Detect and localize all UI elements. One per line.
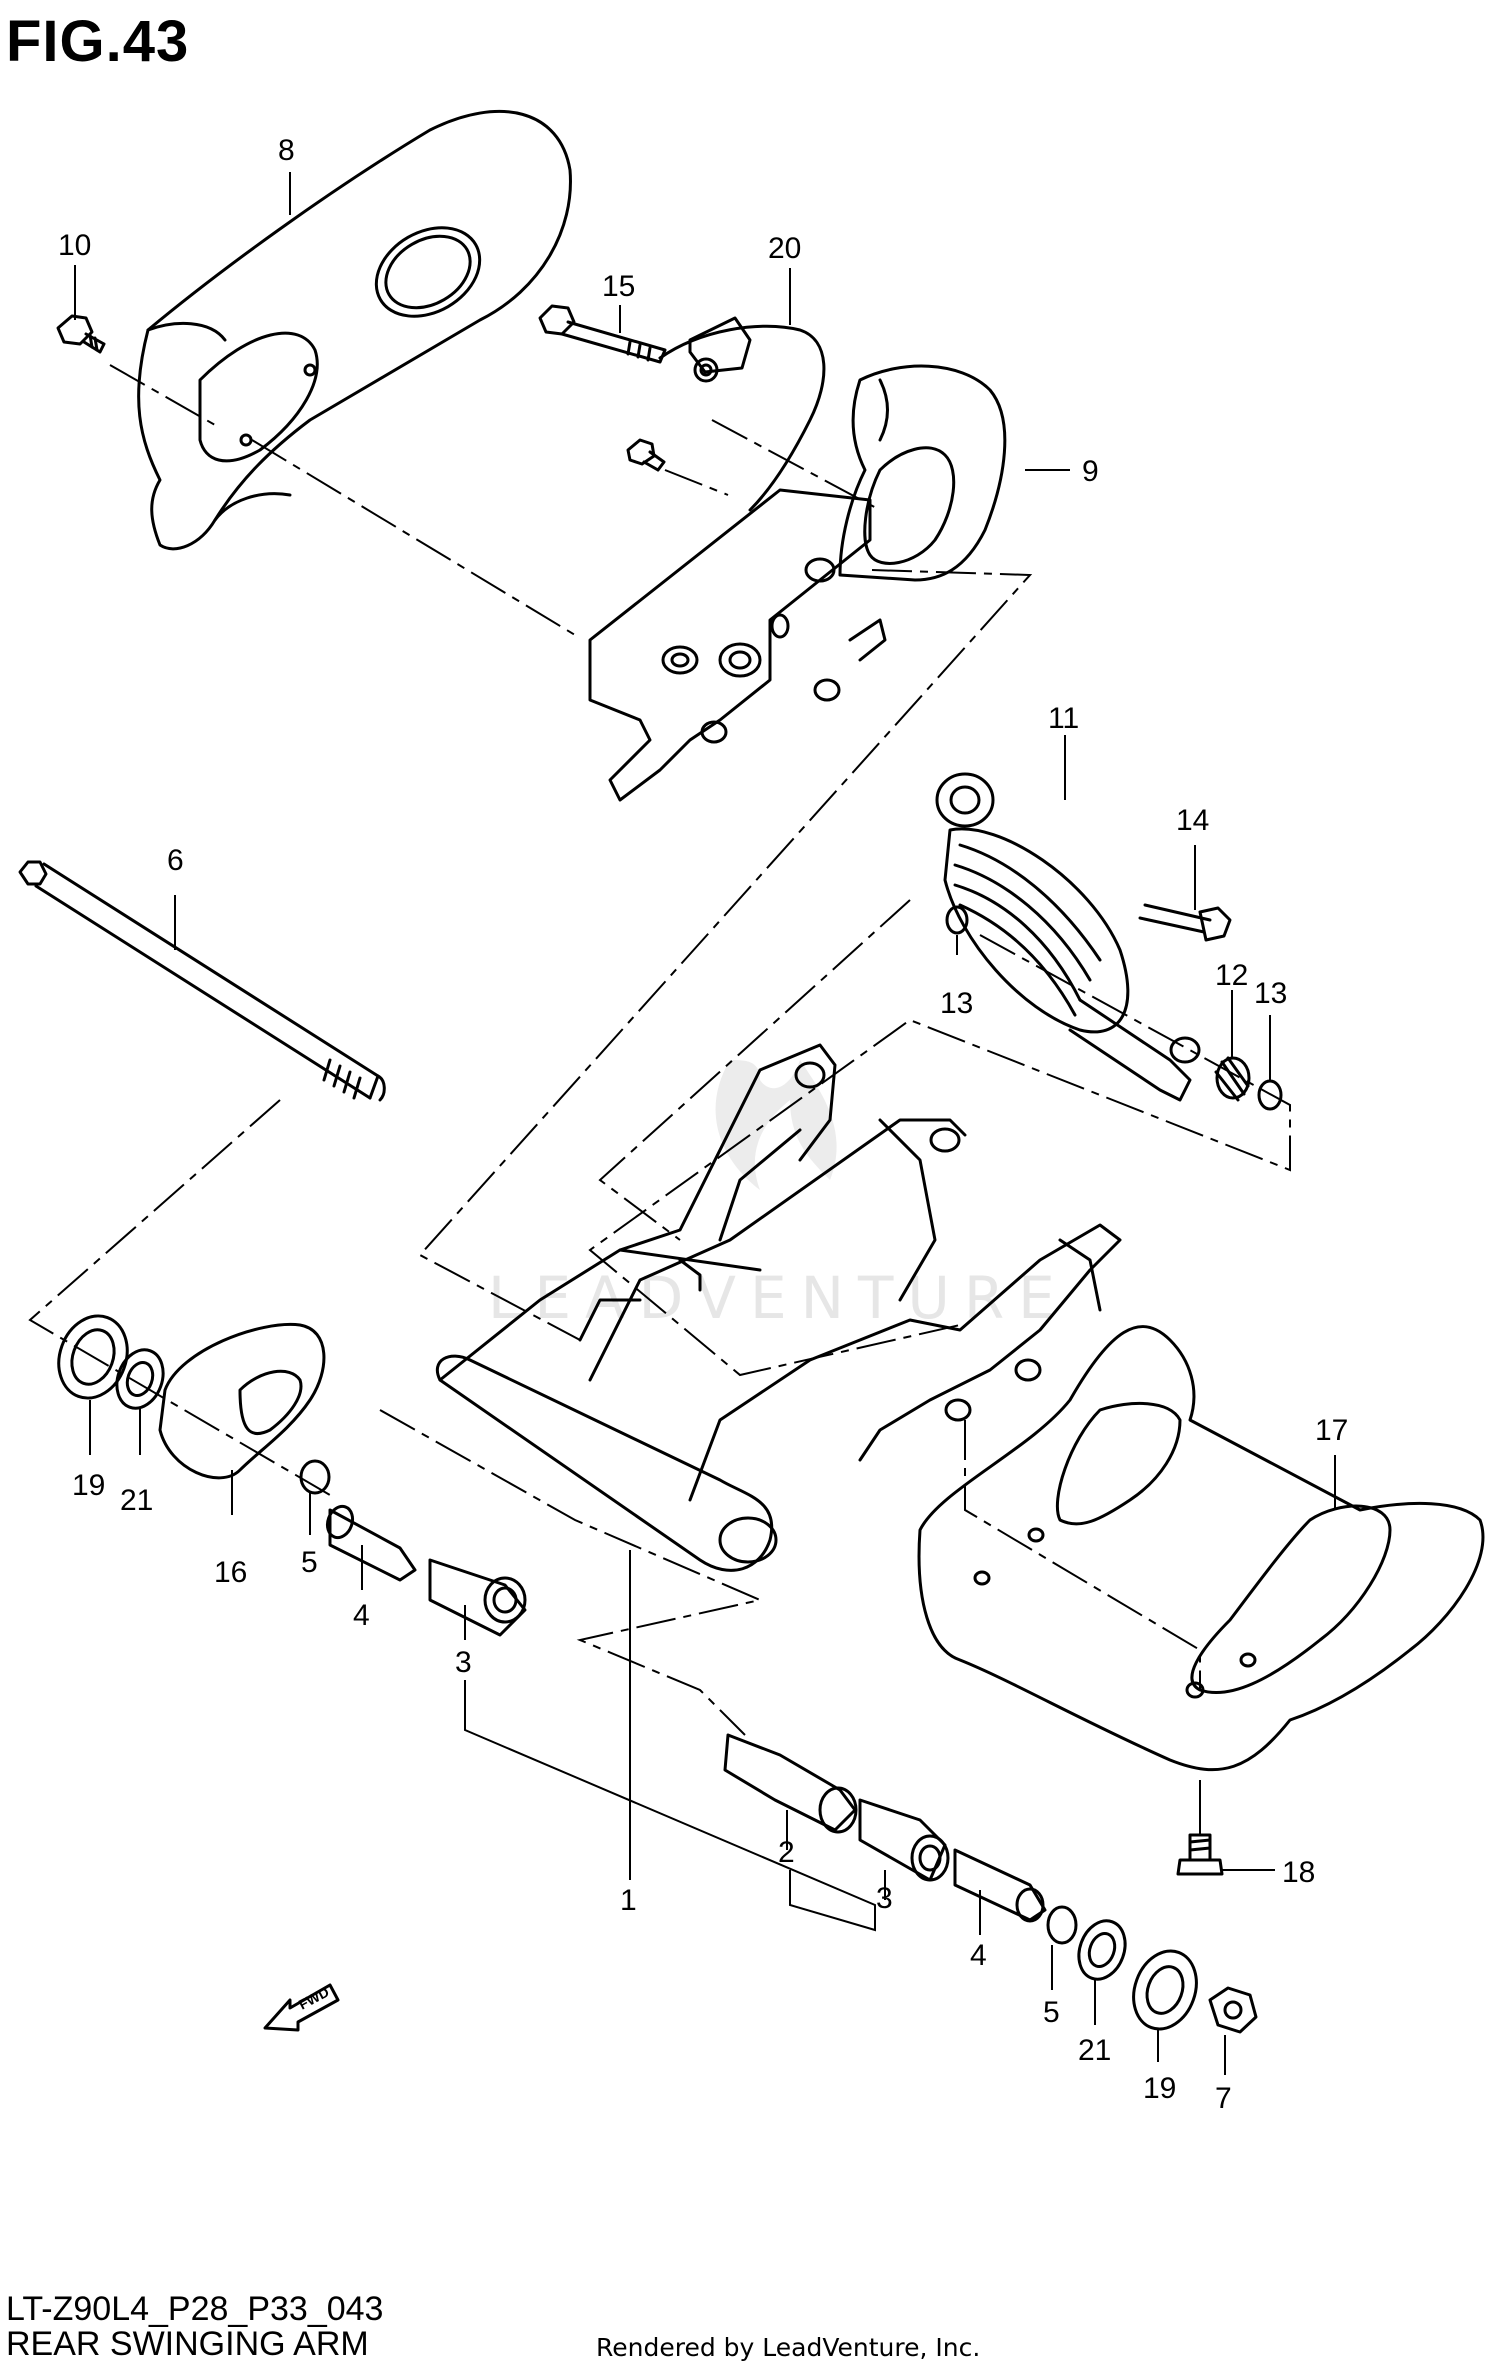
part-15-bolt — [538, 304, 667, 364]
callout-21-right: 21 — [1078, 2034, 1111, 2067]
part-1-swing-arm — [435, 1043, 1122, 1572]
callout-6: 6 — [167, 844, 184, 877]
watermark-text: LEADVENTURE — [488, 1264, 1069, 1332]
part-6-axle — [18, 860, 386, 1102]
callout-19-right: 19 — [1143, 2072, 1176, 2105]
callout-15: 15 — [602, 270, 635, 303]
callout-4-left: 4 — [353, 1599, 370, 1632]
part-21-washer-right — [1077, 1919, 1127, 1981]
callout-10: 10 — [58, 229, 91, 262]
callout-3-left: 3 — [455, 1646, 472, 1679]
part-17-skid-plate — [917, 1325, 1485, 1772]
part-13-collar-upper — [945, 905, 969, 935]
callout-1: 1 — [620, 1884, 637, 1917]
part-12-bearing — [1214, 1056, 1251, 1102]
callout-7: 7 — [1215, 2082, 1232, 2115]
callout-14: 14 — [1176, 804, 1209, 837]
part-19-seal-right — [1132, 1949, 1198, 2031]
part-2-bushing — [723, 1733, 858, 1834]
part-9-sprocket-guard — [838, 364, 1007, 582]
phantom-lines — [28, 364, 1291, 1736]
part-13-collar-right — [1257, 1079, 1283, 1111]
part-5-collar-left — [299, 1459, 331, 1495]
part-16-cap — [158, 1322, 326, 1480]
part-3-bushing-left — [428, 1558, 527, 1637]
render-credit: Rendered by LeadVenture, Inc. — [596, 2333, 981, 2362]
callout-13-upper: 13 — [940, 987, 973, 1020]
part-21-washer-left — [115, 1348, 165, 1410]
callout-11: 11 — [1048, 702, 1079, 735]
part-5-collar-right — [1046, 1905, 1078, 1945]
callout-19-left: 19 — [72, 1469, 105, 1502]
callout-20: 20 — [768, 232, 801, 265]
part-4-spacer-left — [325, 1504, 417, 1582]
part-10-bolt — [56, 314, 106, 354]
part-18-bolt — [1176, 1833, 1224, 1876]
callout-13-right: 13 — [1254, 977, 1287, 1010]
callout-8: 8 — [278, 134, 295, 167]
small-bolt — [626, 438, 666, 472]
part-20-guard-plate — [658, 316, 826, 512]
figure-title: FIG.43 — [6, 9, 190, 74]
diagram-name: REAR SWINGING ARM — [6, 2325, 369, 2363]
diagram-code: LT-Z90L4_P28_P33_043 — [6, 2290, 384, 2328]
callout-9: 9 — [1082, 455, 1099, 488]
part-7-nut — [1208, 1986, 1258, 2034]
callout-2: 2 — [778, 1836, 795, 1869]
callout-4-right: 4 — [970, 1939, 987, 1972]
fwd-arrow-icon — [263, 1983, 340, 2032]
callout-17: 17 — [1315, 1414, 1348, 1447]
callout-18: 18 — [1282, 1856, 1315, 1889]
callout-16: 16 — [214, 1556, 247, 1589]
callout-5-right: 5 — [1043, 1996, 1060, 2029]
part-11-shock — [935, 772, 1201, 1102]
watermark: LEADVENTURE — [488, 1060, 1069, 1332]
callout-12: 12 — [1215, 959, 1248, 992]
part-8-chain-cover — [137, 109, 572, 551]
bracket-plate — [588, 488, 887, 802]
part-3-bushing-right — [858, 1798, 950, 1882]
watermark-flame-icon — [715, 1060, 837, 1190]
part-14-bolt — [1138, 903, 1232, 942]
callout-3-right: 3 — [876, 1882, 893, 1915]
callout-21-left: 21 — [120, 1484, 153, 1517]
bracket-2-3 — [464, 1680, 876, 1932]
part-4-spacer-right — [953, 1848, 1047, 1923]
callout-5-left: 5 — [301, 1546, 318, 1579]
part-19-seal-left — [57, 1314, 129, 1400]
